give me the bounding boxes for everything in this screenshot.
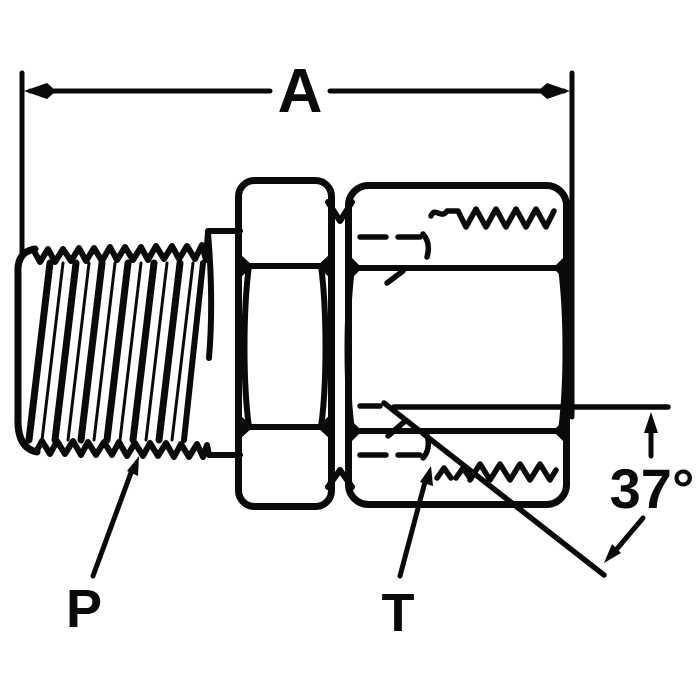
hex-body	[235, 177, 355, 510]
hex-facet-arc-right	[318, 263, 329, 430]
thread-line	[92, 261, 117, 442]
nut-corner-shade	[553, 256, 565, 280]
thread-line	[144, 261, 169, 442]
thread-crest-bottom	[33, 438, 212, 460]
thread-line	[40, 261, 65, 442]
hex-corner-shade	[240, 254, 253, 278]
thread-crest-top	[31, 229, 211, 265]
dim-arrowhead-right-icon	[538, 83, 570, 99]
hidden-cone-lines	[357, 231, 432, 461]
flare-angle-dimension: 37°	[381, 400, 695, 578]
thread-line	[118, 261, 143, 442]
thread-line	[103, 259, 132, 444]
hex-corner-shade	[317, 415, 330, 439]
dimension-a-label: A	[278, 57, 323, 126]
dim-arrowhead-left-icon	[24, 83, 56, 99]
p-arrowhead-icon	[127, 456, 139, 476]
hex-corner-shade	[240, 415, 253, 439]
swivel-thread-callout: T	[382, 466, 433, 643]
thread-end-face	[14, 245, 41, 456]
hidden-dash	[420, 231, 432, 260]
thread-runout-line	[205, 230, 215, 361]
thread-symbol-top	[428, 206, 557, 230]
thread-line	[77, 259, 106, 444]
thread-line	[155, 259, 184, 444]
angle-arrowhead-up-icon	[644, 412, 658, 433]
hidden-dash	[385, 419, 407, 439]
flare-angle-label: 37°	[610, 457, 695, 520]
thread-line	[170, 261, 195, 442]
hex-corner-shade	[317, 254, 330, 278]
angle-arrowhead-diag-icon	[604, 544, 621, 563]
t-arrowhead-icon	[420, 466, 433, 486]
hex-facet-arc-left	[241, 263, 252, 430]
thread-line	[66, 261, 91, 442]
thread-line	[25, 259, 54, 444]
angle-leader-shaft	[613, 515, 646, 553]
pipe-thread-label: P	[66, 579, 102, 639]
flare-seat-line	[381, 400, 607, 578]
dimension-a: A	[19, 57, 575, 420]
pipe-thread-callout: P	[66, 456, 139, 639]
nut-corner-shade	[350, 256, 362, 280]
thread-line	[129, 259, 158, 444]
thread-line	[181, 260, 206, 443]
nut-facet-arc-left	[344, 265, 355, 434]
thread-line	[51, 259, 80, 444]
hex-outline	[235, 177, 335, 510]
p-leader-shaft	[90, 467, 135, 579]
swivel-thread-label: T	[382, 583, 415, 643]
thread-symbol-bottom	[434, 461, 559, 483]
nut-facet-arc-right	[558, 265, 569, 434]
t-leader-shaft	[397, 479, 428, 579]
nut-corner-shade	[553, 419, 565, 443]
male-pipe-thread	[14, 228, 243, 460]
nut-corner-shade	[350, 419, 362, 443]
hidden-dash	[384, 268, 406, 286]
